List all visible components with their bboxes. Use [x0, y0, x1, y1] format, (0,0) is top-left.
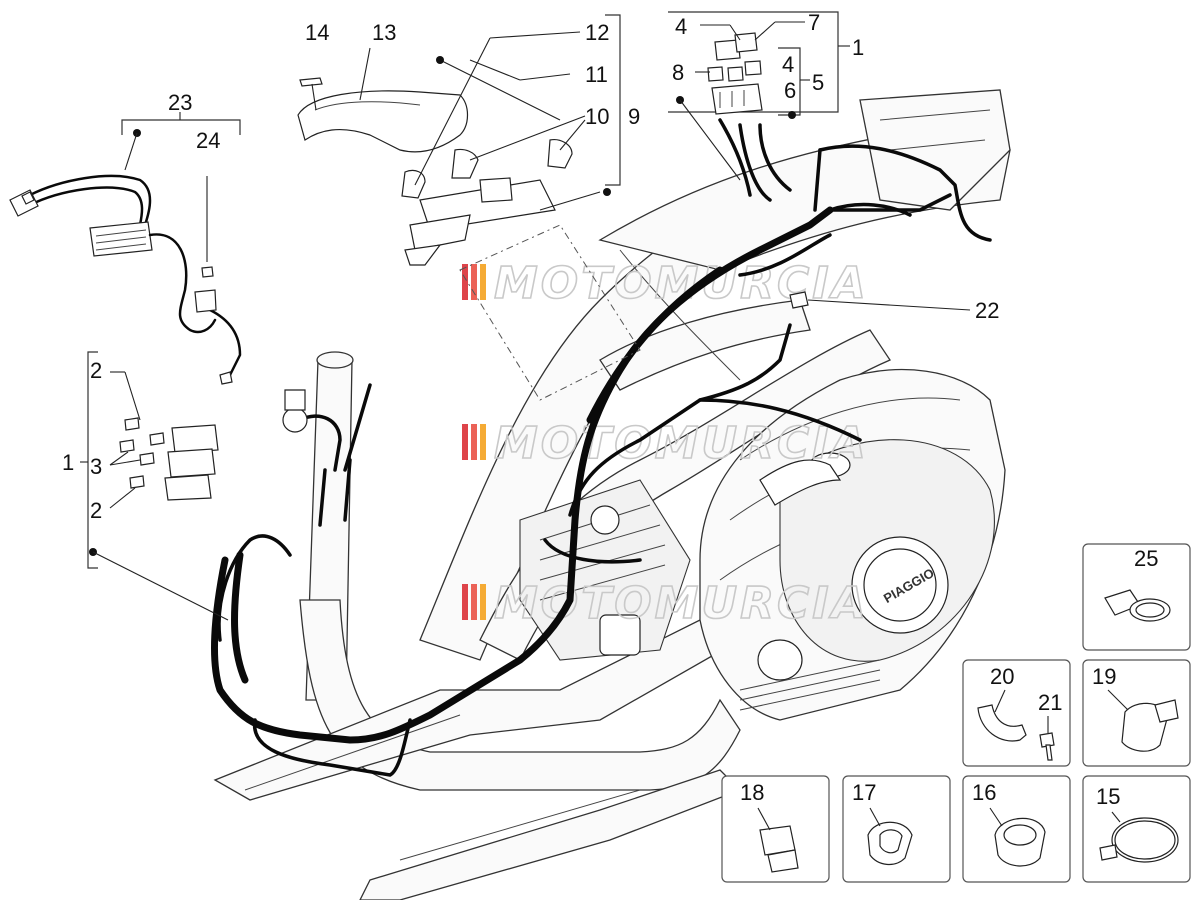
callout-24: 24 [196, 128, 220, 153]
callout-25: 25 [1134, 546, 1158, 571]
callout-21: 21 [1038, 690, 1062, 715]
callout-20: 20 [990, 664, 1014, 689]
callout-1-top: 1 [852, 35, 864, 60]
engine-assembly: PIAGGIO [519, 369, 1006, 721]
callout-4b: 4 [782, 52, 794, 77]
callout-13: 13 [372, 20, 396, 45]
handlebar-bracket-group: 14 13 12 11 10 9 [297, 14, 641, 401]
part-22-clip: 22 [789, 291, 999, 323]
callout-2a: 2 [90, 358, 102, 383]
callout-14: 14 [305, 20, 329, 45]
callout-9: 9 [628, 104, 640, 129]
watermark-text: MOTOMURCIA [494, 578, 869, 629]
watermark-middle: MOTOMURCIA [462, 417, 869, 470]
callout-16: 16 [972, 780, 996, 805]
callout-10: 10 [585, 104, 609, 129]
callout-2b: 2 [90, 498, 102, 523]
callout-6: 6 [784, 78, 796, 103]
callout-11: 11 [585, 62, 608, 87]
part-box-17: 17 [842, 775, 951, 883]
fuse-box-group-top: 4 7 1 8 4 5 6 [668, 10, 864, 181]
callout-17: 17 [852, 780, 876, 805]
watermark-text: MOTOMURCIA [494, 418, 869, 469]
part-box-18: 18 [721, 775, 830, 883]
main-wiring-harness [211, 118, 992, 777]
callout-8: 8 [672, 60, 684, 85]
callout-12: 12 [585, 20, 609, 45]
callout-19: 19 [1092, 664, 1116, 689]
callout-3: 3 [90, 454, 102, 479]
watermark-bottom: MOTOMURCIA [462, 577, 869, 630]
callout-18: 18 [740, 780, 764, 805]
callout-7: 7 [808, 10, 820, 35]
callout-15: 15 [1096, 784, 1120, 809]
part-box-19: 19 [1082, 659, 1191, 767]
callout-22: 22 [975, 298, 999, 323]
callout-5: 5 [812, 70, 824, 95]
part-box-15: 15 [1082, 775, 1191, 883]
aux-harness-23: 23 24 [9, 90, 242, 385]
callout-23: 23 [168, 90, 192, 115]
fuse-box-group-left: 2 1 3 2 [62, 351, 229, 621]
callout-4a: 4 [675, 14, 687, 39]
part-box-16: 16 [962, 775, 1071, 883]
callout-1-left: 1 [62, 450, 74, 475]
part-box-20-21: 20 21 [962, 659, 1071, 767]
part-box-25: 25 [1082, 543, 1191, 651]
